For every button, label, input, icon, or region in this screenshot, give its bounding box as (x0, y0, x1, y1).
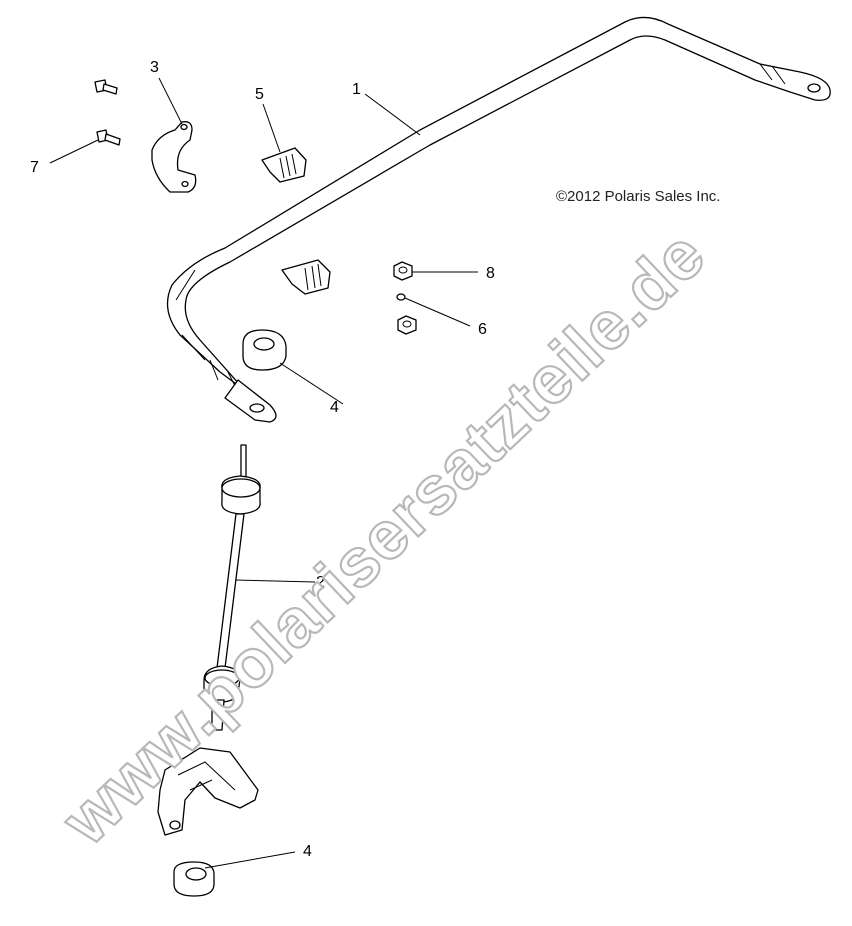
callout-4-upper: 4 (330, 399, 339, 416)
callout-5: 5 (255, 86, 264, 103)
watermark: www.polarisersatzteile.de (47, 216, 719, 860)
callout-6: 6 (478, 321, 487, 338)
callout-7: 7 (30, 159, 39, 176)
nuts (393, 261, 417, 335)
stabilizer-bar (166, 16, 831, 423)
callout-8: 8 (486, 265, 495, 282)
bushing-upper (261, 147, 307, 183)
callout-2: 2 (316, 574, 325, 591)
link-rod (203, 444, 261, 731)
bolts (94, 79, 121, 146)
callout-numbers: 1 2 3 4 4 5 6 7 8 (30, 59, 495, 860)
callout-3: 3 (150, 59, 159, 76)
bushing-lower (281, 259, 331, 295)
grommet-upper (242, 329, 287, 371)
mount-bracket (157, 747, 259, 836)
copyright-text: ©2012 Polaris Sales Inc. (556, 188, 721, 205)
leader-lines (49, 77, 478, 869)
clamp (151, 121, 197, 193)
grommet-lower (173, 861, 215, 897)
callout-1: 1 (352, 81, 361, 98)
callout-4-lower: 4 (303, 843, 312, 860)
